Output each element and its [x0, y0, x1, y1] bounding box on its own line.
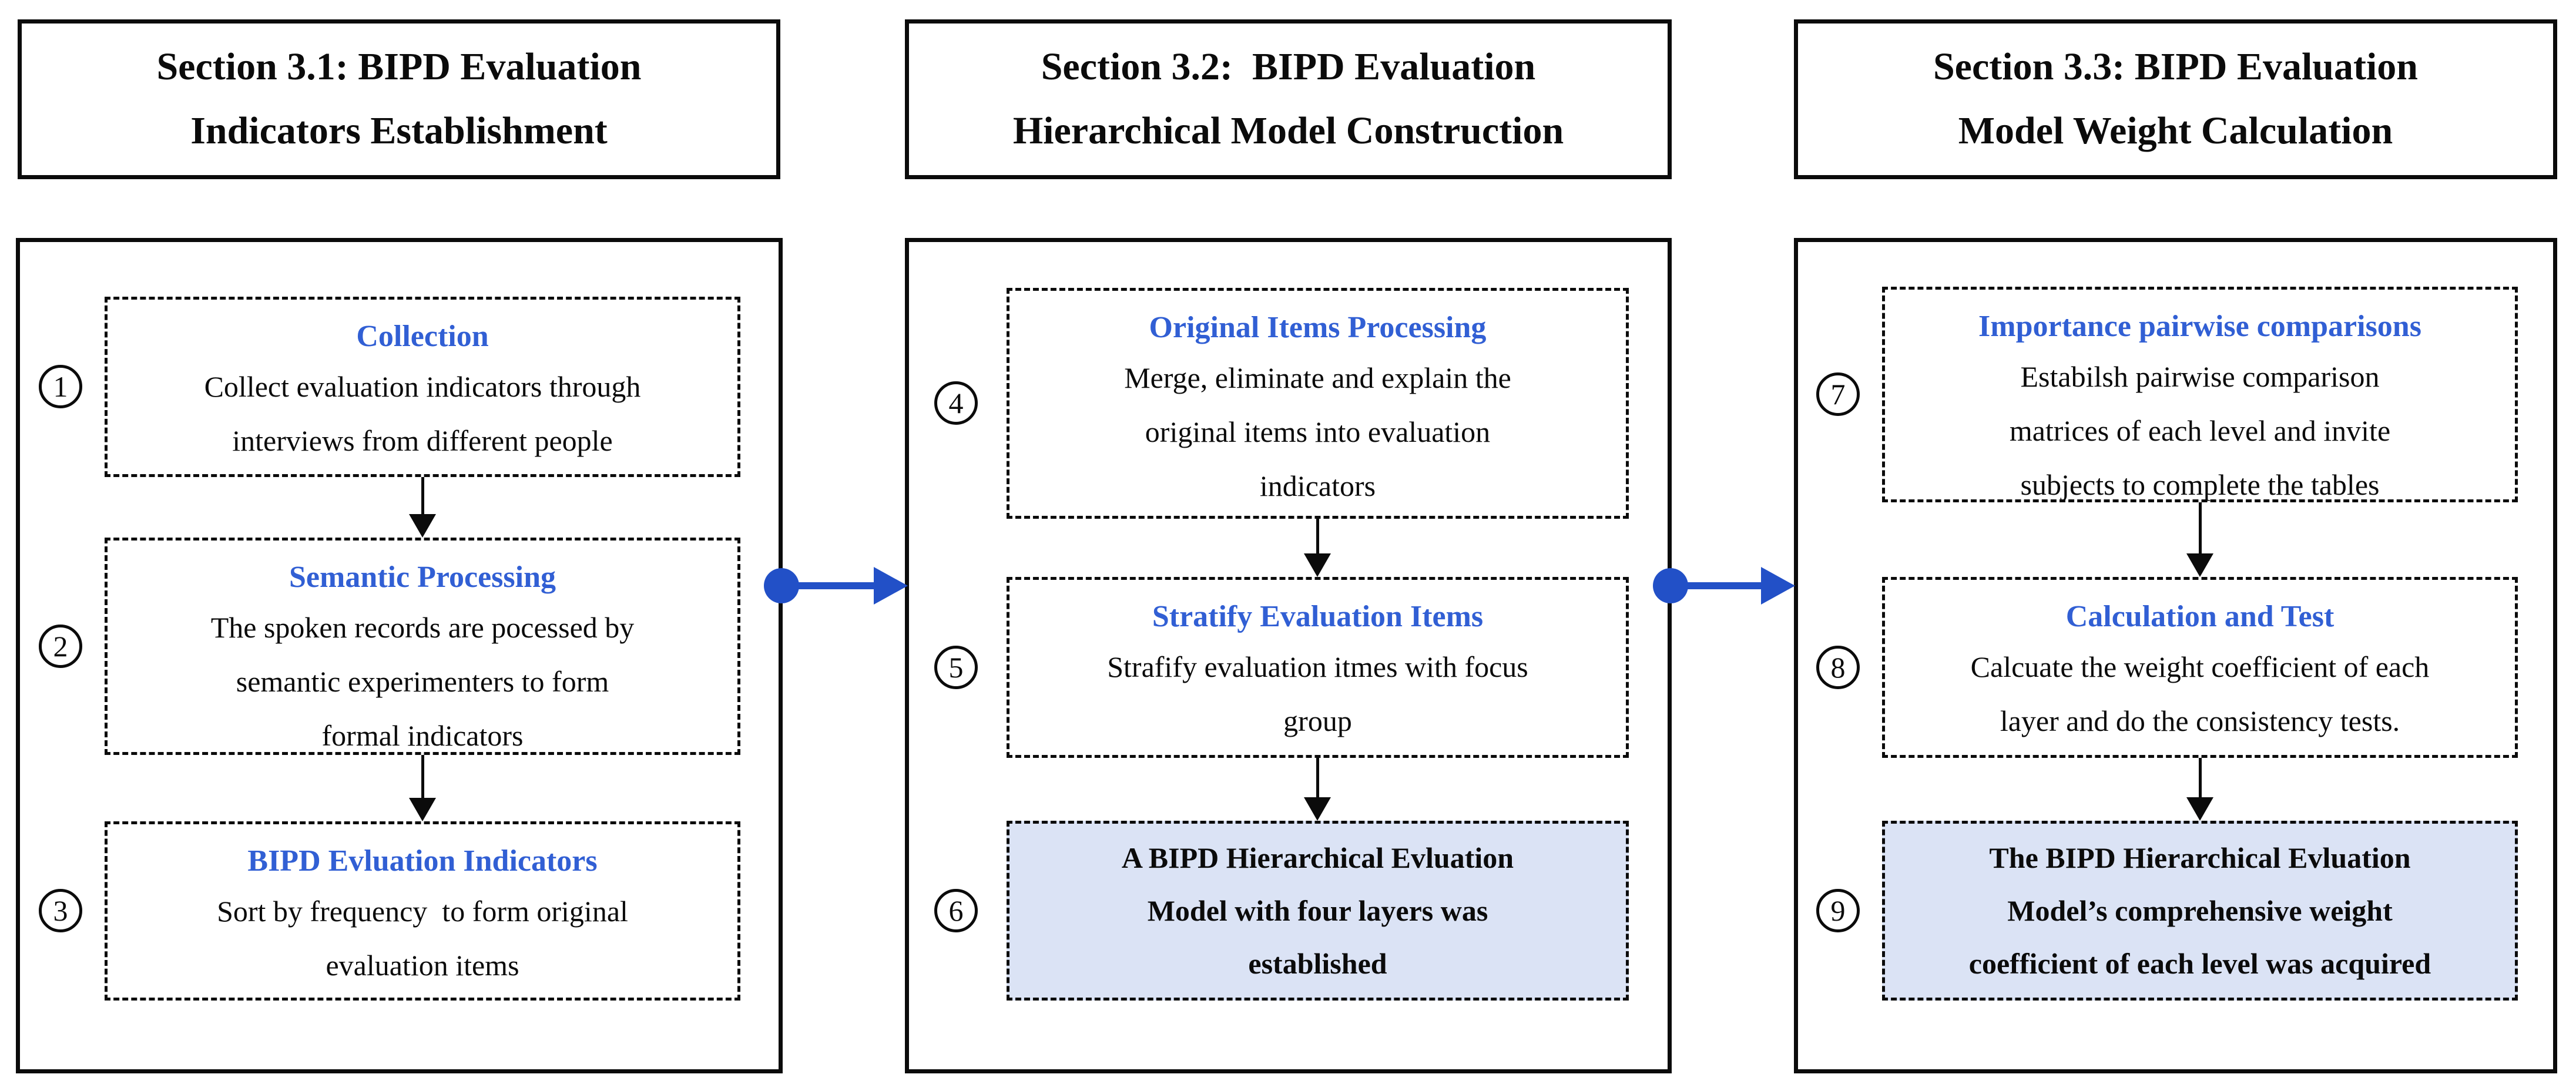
arrow-head	[2186, 553, 2213, 577]
circled-number-7: 7	[1816, 372, 1860, 416]
step-box-calculation-test: Calculation and Test Calcuate the weight…	[1882, 577, 2518, 758]
circled-number-5: 5	[934, 646, 978, 689]
step-body: A BIPD Hierarchical Evluation Model with…	[1121, 841, 1514, 980]
step-title: Collection	[356, 320, 489, 353]
arrow-down-icon	[2186, 502, 2213, 577]
circled-number-6: 6	[934, 889, 978, 932]
step-box-pairwise-comparisons: Importance pairwise comparisons Estabils…	[1882, 287, 2518, 502]
step-title: Importance pairwise comparisons	[1978, 310, 2421, 343]
arrow-head	[2186, 797, 2213, 821]
connector-arrow-head	[874, 567, 908, 605]
step-body: The BIPD Hierarchical Evluation Model’s …	[1968, 841, 2431, 980]
step-body: Collect evaluation indicators through in…	[204, 370, 641, 457]
arrow-shaft	[2198, 758, 2202, 797]
circled-number-8: 8	[1816, 646, 1860, 689]
step-body: Sort by frequency to form original evalu…	[217, 895, 628, 982]
arrow-down-icon	[1304, 519, 1331, 577]
circled-number-1: 1	[39, 365, 82, 408]
step-body: The spoken records are pocessed by seman…	[210, 611, 635, 752]
arrow-down-icon	[409, 755, 436, 821]
arrow-shaft	[1316, 519, 1319, 553]
circled-number-4: 4	[934, 381, 978, 425]
section-header-3: Section 3.3: BIPD Evaluation Model Weigh…	[1794, 19, 2557, 179]
arrow-shaft	[1316, 758, 1319, 797]
arrow-head	[1304, 553, 1331, 577]
step-title: Original Items Processing	[1149, 311, 1487, 344]
section-header-2: Section 3.2: BIPD Evaluation Hierarchica…	[905, 19, 1672, 179]
step-title: Semantic Processing	[289, 560, 556, 594]
section-header-1: Section 3.1: BIPD Evaluation Indicators …	[18, 19, 780, 179]
circled-number-3: 3	[39, 889, 82, 932]
circled-number-2: 2	[39, 625, 82, 668]
step-body: Merge, eliminate and explain the origina…	[1124, 361, 1511, 502]
step-box-stratify-items: Stratify Evaluation Items Strafify evalu…	[1007, 577, 1629, 758]
connector-shaft	[1685, 582, 1761, 589]
step-body: Strafify evaluation itmes with focus gro…	[1107, 650, 1528, 737]
arrow-head	[409, 514, 436, 538]
arrow-down-icon	[409, 477, 436, 538]
flow-connector-icon	[1653, 567, 1795, 605]
arrow-shaft	[2198, 502, 2202, 553]
step-body: Estabilsh pairwise comparison matrices o…	[2009, 360, 2391, 501]
step-title: Calculation and Test	[2065, 600, 2334, 633]
step-box-original-items: Original Items Processing Merge, elimina…	[1007, 288, 1629, 519]
step-box-collection: Collection Collect evaluation indicators…	[105, 297, 740, 477]
connector-dot	[1653, 568, 1688, 603]
connector-arrow-head	[1761, 567, 1795, 605]
step-box-bipd-indicators: BIPD Evluation Indicators Sort by freque…	[105, 821, 740, 1001]
circled-number-9: 9	[1816, 889, 1860, 932]
arrow-down-icon	[1304, 758, 1331, 821]
arrow-shaft	[421, 477, 424, 514]
arrow-down-icon	[2186, 758, 2213, 821]
step-body: Calcuate the weight coefficient of each …	[1970, 650, 2430, 737]
flow-connector-icon	[764, 567, 908, 605]
step-title: Stratify Evaluation Items	[1152, 600, 1484, 633]
arrow-head	[409, 798, 436, 821]
step-box-semantic-processing: Semantic Processing The spoken records a…	[105, 538, 740, 755]
arrow-shaft	[421, 755, 424, 798]
arrow-head	[1304, 797, 1331, 821]
connector-shaft	[796, 582, 874, 589]
step-box-model-established: A BIPD Hierarchical Evluation Model with…	[1007, 821, 1629, 1001]
step-box-weights-acquired: The BIPD Hierarchical Evluation Model’s …	[1882, 821, 2518, 1001]
connector-dot	[764, 568, 799, 603]
step-title: BIPD Evluation Indicators	[247, 844, 598, 878]
